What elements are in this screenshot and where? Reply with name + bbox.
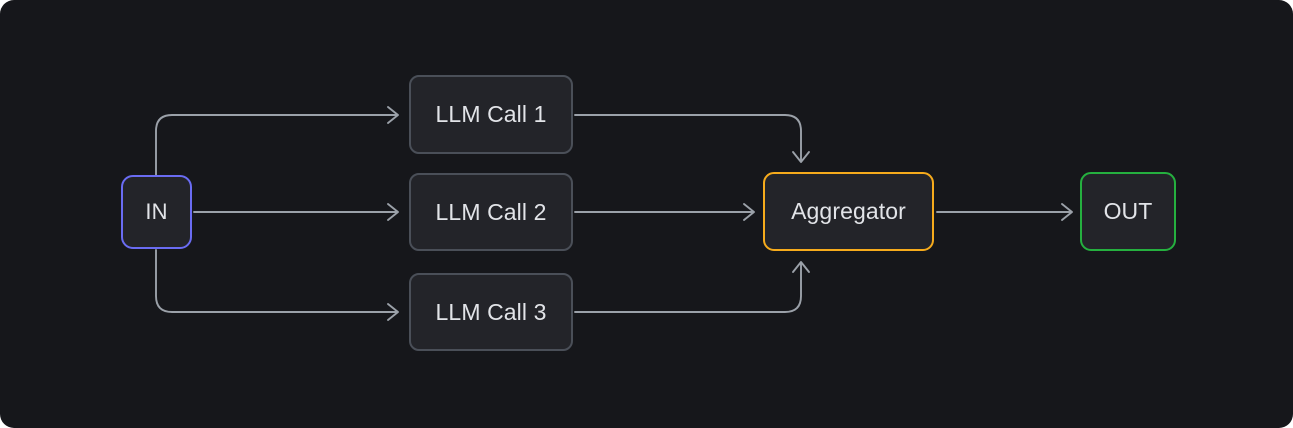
edge-llm2-agg-arrowhead bbox=[743, 203, 755, 221]
node-out[interactable]: OUT bbox=[1080, 172, 1176, 251]
edge-agg-out-arrowhead bbox=[1061, 203, 1073, 221]
edge-in-llm1 bbox=[155, 114, 397, 176]
node-out-label: OUT bbox=[1103, 198, 1153, 224]
edge-in-llm1-arrowhead bbox=[387, 106, 399, 124]
node-llm-call-2[interactable]: LLM Call 2 bbox=[409, 173, 573, 251]
edge-llm3-agg-arrowhead bbox=[792, 261, 810, 273]
node-llm-call-3[interactable]: LLM Call 3 bbox=[409, 273, 573, 351]
node-llm-call-1[interactable]: LLM Call 1 bbox=[409, 75, 573, 154]
edge-in-llm3 bbox=[155, 249, 397, 313]
node-llm-call-3-label: LLM Call 3 bbox=[435, 298, 547, 325]
node-aggregator-label: Aggregator bbox=[791, 198, 906, 224]
node-in-label: IN bbox=[145, 199, 168, 224]
edge-llm3-agg bbox=[574, 263, 802, 313]
node-llm-call-2-label: LLM Call 2 bbox=[435, 198, 547, 225]
edge-in-llm2-arrowhead bbox=[387, 203, 399, 221]
node-llm-call-1-label: LLM Call 1 bbox=[435, 101, 547, 127]
edge-llm1-agg-arrowhead bbox=[792, 151, 810, 163]
edge-in-llm3-arrowhead bbox=[387, 303, 399, 321]
node-aggregator[interactable]: Aggregator bbox=[763, 172, 934, 251]
edge-llm1-agg bbox=[574, 114, 802, 161]
node-in[interactable]: IN bbox=[121, 175, 192, 249]
